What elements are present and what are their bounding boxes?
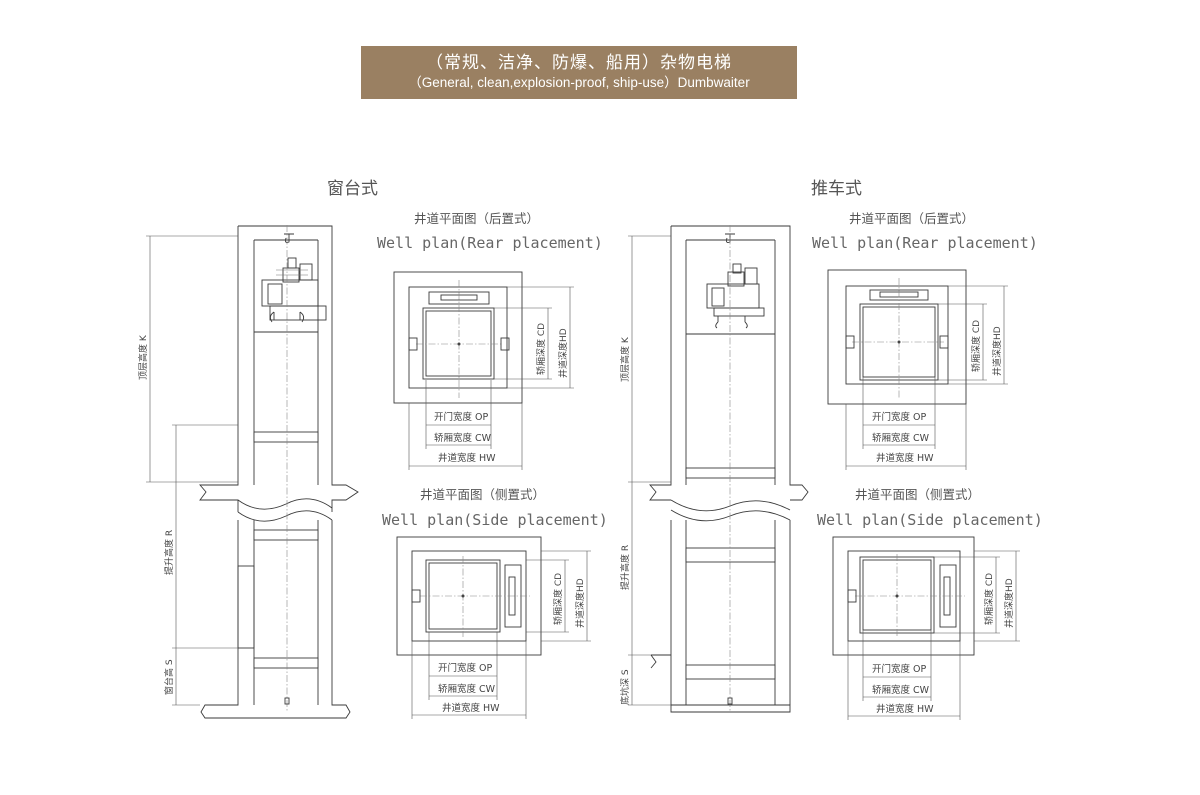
left-side-plan: 井道平面图（侧置式） Well plan(Side placement) 开门宽… — [382, 487, 608, 719]
label-headroom-k: 顶层高度 K — [137, 334, 149, 380]
right-rear-title-zh: 井道平面图（后置式） — [849, 211, 974, 226]
hoist-machine-right — [706, 263, 765, 329]
right-label-pit-s: 底坑深 S — [619, 669, 631, 705]
right-rear-dim-hw: 井道宽度 HW — [876, 452, 934, 464]
left-rear-title-en: Well plan(Rear placement) — [377, 234, 603, 252]
left-side-dim-cw: 轿厢宽度 CW — [438, 683, 496, 695]
section-title-window-type: 窗台式 — [327, 179, 378, 199]
left-rear-dim-hw: 井道宽度 HW — [438, 452, 496, 464]
right-side-dim-cd: 轿厢深度 CD — [983, 573, 995, 625]
section-title-cart-type: 推车式 — [811, 179, 862, 199]
right-side-plan: 井道平面图（侧置式） Well plan(Side placement) 开门宽… — [817, 487, 1043, 720]
left-rear-dim-op: 开门宽度 OP — [434, 411, 488, 423]
title-en: （General, clean,explosion-proof, ship-us… — [408, 75, 750, 90]
right-side-dim-cw: 轿厢宽度 CW — [872, 684, 930, 696]
right-side-title-zh: 井道平面图（侧置式） — [855, 487, 980, 502]
left-side-dim-cd: 轿厢深度 CD — [552, 573, 564, 625]
left-rear-dim-cd: 轿厢深度 CD — [535, 323, 547, 375]
left-side-title-en: Well plan(Side placement) — [382, 511, 608, 529]
right-elevation: 顶层高度 K 提升高度 R 底坑深 S — [619, 225, 809, 713]
left-side-title-zh: 井道平面图（侧置式） — [420, 487, 545, 502]
label-sill-s: 窗台高 S — [163, 659, 175, 695]
right-side-dim-op: 开门宽度 OP — [872, 663, 926, 675]
right-label-travel-r: 提升高度 R — [619, 545, 631, 590]
right-side-title-en: Well plan(Side placement) — [817, 511, 1043, 529]
right-rear-title-en: Well plan(Rear placement) — [812, 234, 1038, 252]
right-side-dim-hd: 井道深度HD — [1003, 578, 1015, 628]
left-elevation: 顶层高度 K 提升高度 R 窗台高 S — [137, 225, 359, 719]
left-rear-title-zh: 井道平面图（后置式） — [414, 211, 539, 226]
left-side-dim-hw: 井道宽度 HW — [442, 702, 500, 714]
right-rear-dim-hd: 井道深度HD — [991, 326, 1003, 376]
right-label-headroom-k: 顶层高度 K — [619, 336, 631, 382]
title-banner: （常规、洁净、防爆、船用）杂物电梯 （General, clean,explos… — [361, 46, 797, 99]
right-rear-dim-cw: 轿厢宽度 CW — [872, 432, 930, 444]
hoist-machine — [261, 257, 327, 323]
right-rear-dim-op: 开门宽度 OP — [872, 411, 926, 423]
left-side-dim-op: 开门宽度 OP — [438, 662, 492, 674]
right-rear-plan: 井道平面图（后置式） Well plan(Rear placement) 开门宽… — [812, 211, 1038, 470]
label-travel-r: 提升高度 R — [163, 530, 175, 575]
left-rear-dim-hd: 井道深度HD — [557, 328, 569, 378]
left-rear-plan: 井道平面图（后置式） Well plan(Rear placement) 开门宽… — [377, 211, 603, 470]
title-zh: （常规、洁净、防爆、船用）杂物电梯 — [426, 53, 732, 73]
right-side-dim-hw: 井道宽度 HW — [876, 703, 934, 715]
right-rear-dim-cd: 轿厢深度 CD — [970, 320, 982, 372]
left-side-dim-hd: 井道深度HD — [574, 578, 586, 628]
left-rear-dim-cw: 轿厢宽度 CW — [434, 432, 492, 444]
